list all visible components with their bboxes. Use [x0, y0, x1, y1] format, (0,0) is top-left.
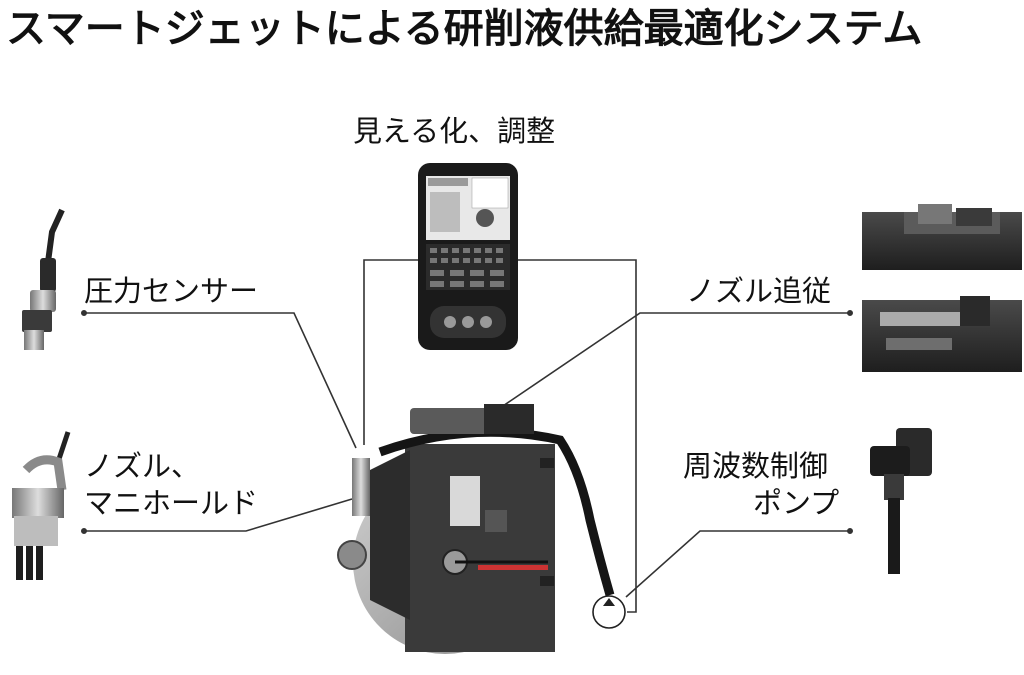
control-tablet-icon	[418, 163, 518, 350]
nozzle-follow-unit-icon	[862, 204, 1022, 372]
pump-symbol-icon	[592, 595, 626, 629]
pressure-sensor-icon	[22, 208, 65, 350]
label-pressure-sensor: 圧力センサー	[84, 274, 259, 308]
label-nozzle-line2: マニホールド	[84, 486, 259, 520]
frequency-pump-icon	[870, 428, 932, 574]
page-title: スマートジェットによる研削液供給最適化システム	[6, 6, 923, 52]
label-nozzle-line1: ノズル、	[84, 449, 201, 483]
nozzle-manifold-icon	[12, 431, 71, 580]
label-visualize: 見える化、調整	[353, 114, 556, 148]
label-nozzle-follow: ノズル追従	[686, 274, 832, 308]
leader-lines	[81, 259, 853, 613]
grinding-machine-icon	[337, 404, 615, 654]
label-pump-line1: 周波数制御	[683, 449, 829, 483]
label-pump-line2: ポンプ	[753, 486, 840, 520]
